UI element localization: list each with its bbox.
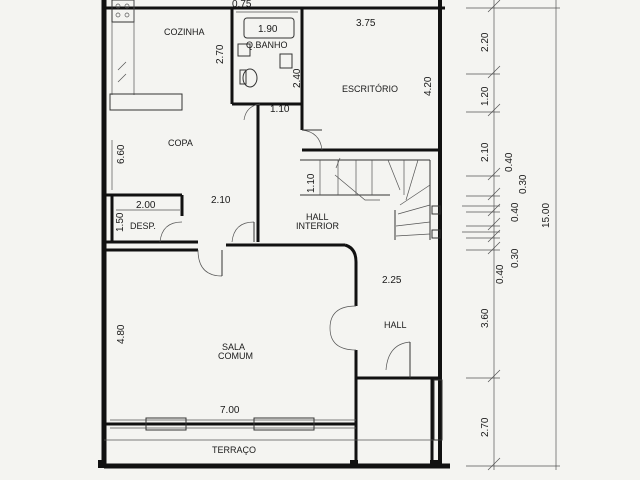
label-sala-2: COMUM (218, 351, 253, 361)
dim-210: 2.10 (211, 195, 231, 206)
dim-s-030-b: 0.30 (510, 248, 521, 268)
staircase (300, 157, 441, 240)
exterior-walls (101, 0, 450, 469)
interior-walls (104, 8, 440, 466)
kitchen-window-marks (111, 0, 135, 95)
dim-r-220: 2.20 (480, 32, 491, 52)
dim-375: 3.75 (356, 18, 376, 29)
dim-480: 4.80 (116, 324, 127, 344)
dim-110-top: 1.10 (270, 104, 290, 115)
label-hall-interior-2: INTERIOR (296, 221, 340, 231)
dim-r-210: 2.10 (480, 142, 491, 162)
dim-270-kitchen: 2.70 (215, 44, 226, 64)
label-hall-interior-1: HALL (306, 212, 329, 222)
right-dimension-labels: 2.20 1.20 2.10 0.40 0.30 0.40 15.00 0.30… (480, 32, 552, 437)
dim-r-270: 2.70 (480, 417, 491, 437)
interior-dimension-lines (111, 140, 180, 211)
dimension-chain-right (462, 0, 560, 471)
doors (159, 103, 411, 378)
dim-420: 4.20 (423, 76, 434, 96)
bathroom-fixtures (237, 17, 295, 88)
label-escritorio: ESCRITÓRIO (342, 84, 398, 94)
label-banho: Q.BANHO (246, 40, 288, 50)
kitchen-counter (109, 93, 183, 111)
sala-windows (104, 417, 440, 441)
dimension-labels: 0.75 1.90 3.75 2.70 2.40 4.20 1.10 6.60 … (115, 0, 434, 416)
dim-110-hall: 1.10 (306, 173, 317, 193)
dim-r-120: 1.20 (480, 86, 491, 106)
dim-s-030-a: 0.30 (518, 174, 529, 194)
dim-r-360: 3.60 (480, 308, 491, 328)
dim-r-1500: 15.00 (541, 203, 552, 228)
room-labels: COZINHA COPA Q.BANHO ESCRITÓRIO DESP. HA… (130, 27, 407, 455)
dim-s-040-a: 0.40 (504, 152, 515, 172)
dim-700: 7.00 (220, 405, 240, 416)
dim-225: 2.25 (382, 275, 402, 286)
label-hall: HALL (384, 320, 407, 330)
label-sala-1: SALA (222, 342, 245, 352)
dim-190: 1.90 (258, 24, 278, 35)
terrace-columns (98, 379, 443, 468)
dim-s-040-c: 0.40 (495, 264, 506, 284)
label-desp: DESP. (130, 221, 156, 231)
dim-s-040-b: 0.40 (510, 202, 521, 222)
dim-200: 2.00 (136, 200, 156, 211)
dim-150: 1.50 (115, 212, 126, 232)
dim-240: 2.40 (292, 68, 303, 88)
label-terraco: TERRAÇO (212, 445, 256, 455)
dim-075: 0.75 (232, 0, 252, 10)
dim-660: 6.60 (116, 144, 127, 164)
label-cozinha: COZINHA (164, 27, 205, 37)
label-copa: COPA (168, 138, 193, 148)
